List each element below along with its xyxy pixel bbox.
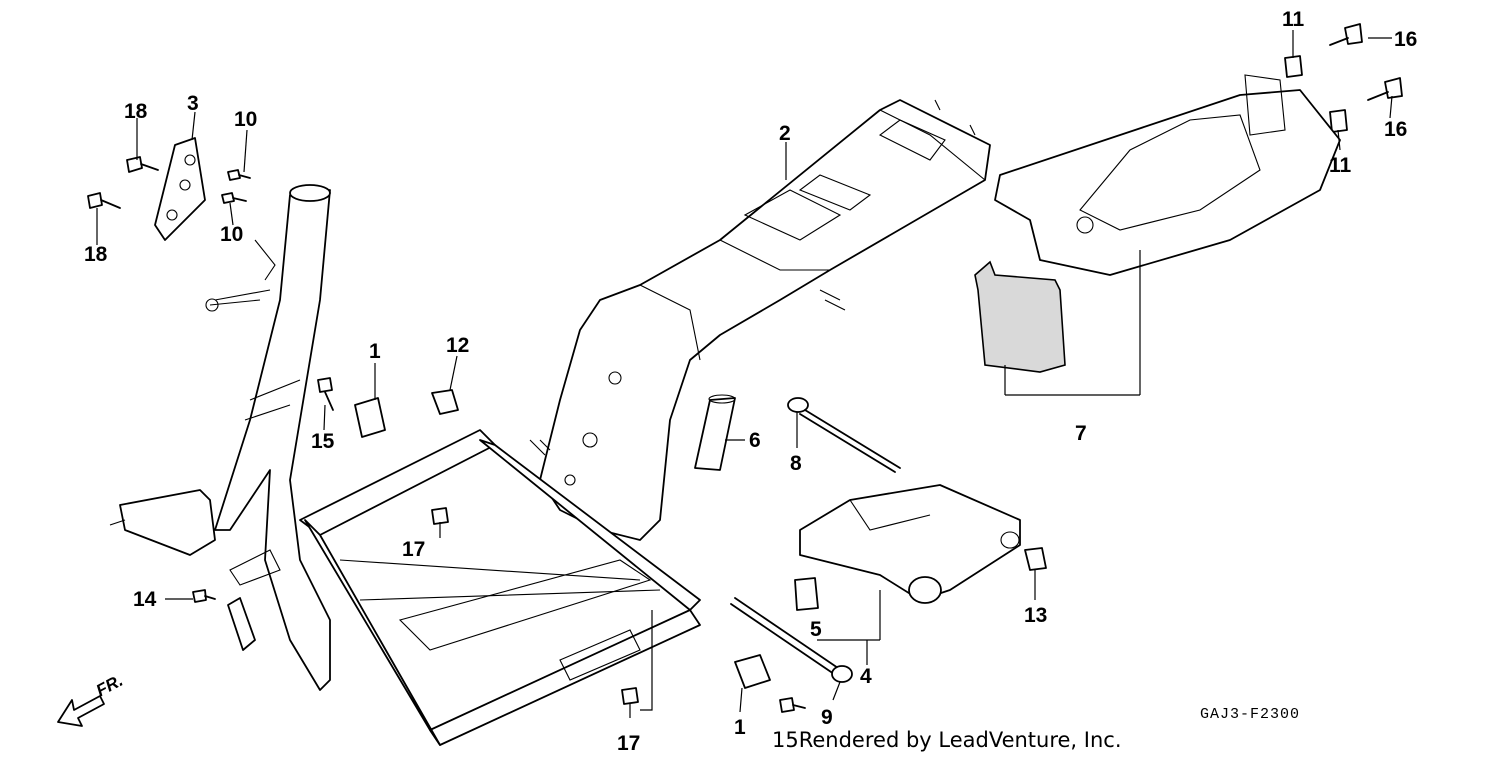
- callout-10a: 10: [234, 108, 257, 131]
- callout-labels: 18 3 10 18 10 2 11 16 16 11 1 12 15 6 8 …: [84, 8, 1417, 755]
- part-9-bolt: [730, 597, 853, 683]
- small-fasteners: [87, 23, 1403, 713]
- main-frame-spine: [539, 99, 991, 541]
- part-8-long-bolt: [787, 397, 901, 473]
- callout-7: 7: [1075, 422, 1087, 445]
- callout-6: 6: [749, 429, 761, 452]
- part-4-engine-hanger: [799, 484, 1021, 604]
- part-3-plate: [154, 137, 206, 241]
- callout-4: 4: [860, 665, 872, 688]
- callout-5: 5: [810, 618, 822, 641]
- callout-17b: 17: [617, 732, 640, 755]
- callout-3: 3: [187, 92, 199, 115]
- part-5-rubber: [794, 577, 819, 611]
- callout-17a: 17: [402, 538, 425, 561]
- head-pipe-section: [109, 184, 331, 691]
- callout-9: 9: [821, 706, 833, 729]
- callout-10b: 10: [220, 223, 243, 246]
- callout-11a: 11: [1282, 8, 1305, 31]
- leader-lines: [96, 30, 1393, 718]
- callout-13: 13: [1024, 604, 1047, 627]
- callout-16a: 16: [1394, 28, 1417, 51]
- callout-2: 2: [779, 122, 791, 145]
- callout-14: 14: [133, 588, 157, 611]
- render-credit: 15Rendered by LeadVenture, Inc.: [772, 728, 1122, 752]
- callout-18b: 18: [84, 243, 108, 266]
- callout-16b: 16: [1384, 118, 1407, 141]
- part-code: GAJ3-F2300: [1200, 706, 1301, 723]
- callout-15a: 15: [311, 430, 335, 453]
- lower-cradle-frame: [299, 429, 701, 746]
- callout-8: 8: [790, 452, 802, 475]
- callout-18a: 18: [124, 100, 148, 123]
- arrow-front-icon: [57, 695, 105, 727]
- callout-1b: 1: [734, 716, 746, 739]
- part-1-clamps: [354, 397, 771, 689]
- part-6-collar: [694, 394, 736, 471]
- bracket-plate: [227, 597, 256, 651]
- callout-1a: 1: [369, 340, 381, 363]
- callout-12: 12: [446, 334, 469, 357]
- part-7-rear-fender: [974, 74, 1341, 373]
- callout-11b: 11: [1329, 154, 1352, 177]
